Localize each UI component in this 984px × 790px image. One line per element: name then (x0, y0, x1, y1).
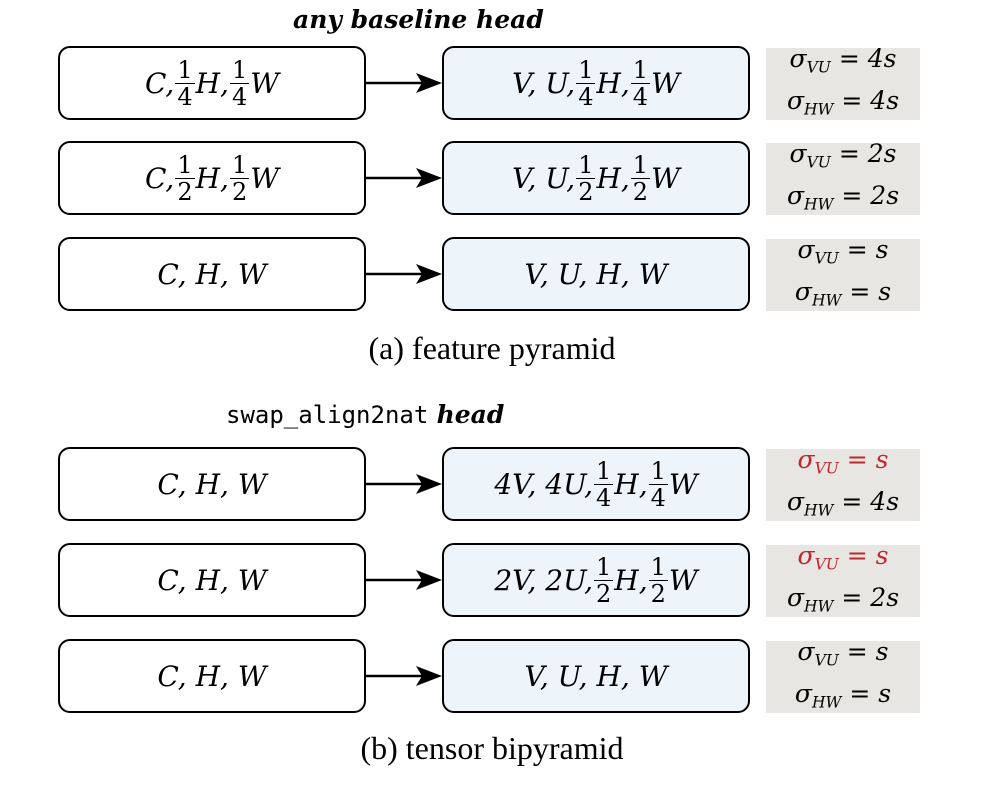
head-name-code: swap_align2nat (226, 401, 429, 429)
arrow-icon (366, 666, 442, 686)
output-tensor-box: V, U, H, W (442, 237, 750, 311)
sigma-hw: σHW = 4s (786, 487, 900, 520)
arrow-icon (366, 168, 442, 188)
sigma-hw: σHW = 2s (786, 181, 900, 214)
arrow-icon (366, 474, 442, 494)
sigma-box: σVU = 2s σHW = 2s (766, 139, 920, 215)
arrow-icon (366, 264, 442, 284)
arrow-icon (366, 570, 442, 590)
sigma-box: σVU = s σHW = 2s (766, 541, 920, 617)
sigma-hw: σHW = 4s (786, 86, 900, 119)
sigma-vu: σVU = 2s (789, 138, 897, 171)
sigma-box: σVU = s σHW = 4s (766, 445, 920, 521)
input-tensor-box: C, H, W (58, 447, 366, 521)
input-tensor-box: C, H, W (58, 237, 366, 311)
sigma-vu: σVU = s (797, 234, 889, 267)
sigma-vu: σVU = s (797, 444, 889, 477)
sigma-vu: σVU = s (797, 540, 889, 573)
arrow-icon (366, 73, 442, 93)
caption-feature-pyramid: (a) feature pyramid (368, 330, 616, 366)
sigma-hw: σHW = 2s (786, 583, 900, 616)
bipyramid-row: C, H, W V, U, H, W σVU = s σHW = s (0, 637, 984, 717)
sigma-vu: σVU = s (797, 636, 889, 669)
head-word: head (436, 400, 505, 429)
sigma-box: σVU = 4s σHW = 4s (766, 44, 920, 120)
sigma-vu: σVU = 4s (789, 43, 897, 76)
sigma-box: σVU = s σHW = s (766, 637, 920, 713)
sigma-hw: σHW = s (794, 679, 892, 712)
bottom-section-title: swap_align2nat head (226, 400, 504, 430)
caption-tensor-bipyramid: (b) tensor bipyramid (360, 730, 624, 766)
sigma-hw: σHW = s (794, 277, 892, 310)
sigma-box: σVU = s σHW = s (766, 235, 920, 311)
input-tensor-box: C, H, W (58, 639, 366, 713)
output-tensor-box: V, U, H, W (442, 639, 750, 713)
pyramid-row: C, H, W V, U, H, W σVU = s σHW = s (0, 235, 984, 315)
top-section-title: any baseline head (293, 5, 544, 34)
input-tensor-box: C, H, W (58, 543, 366, 617)
